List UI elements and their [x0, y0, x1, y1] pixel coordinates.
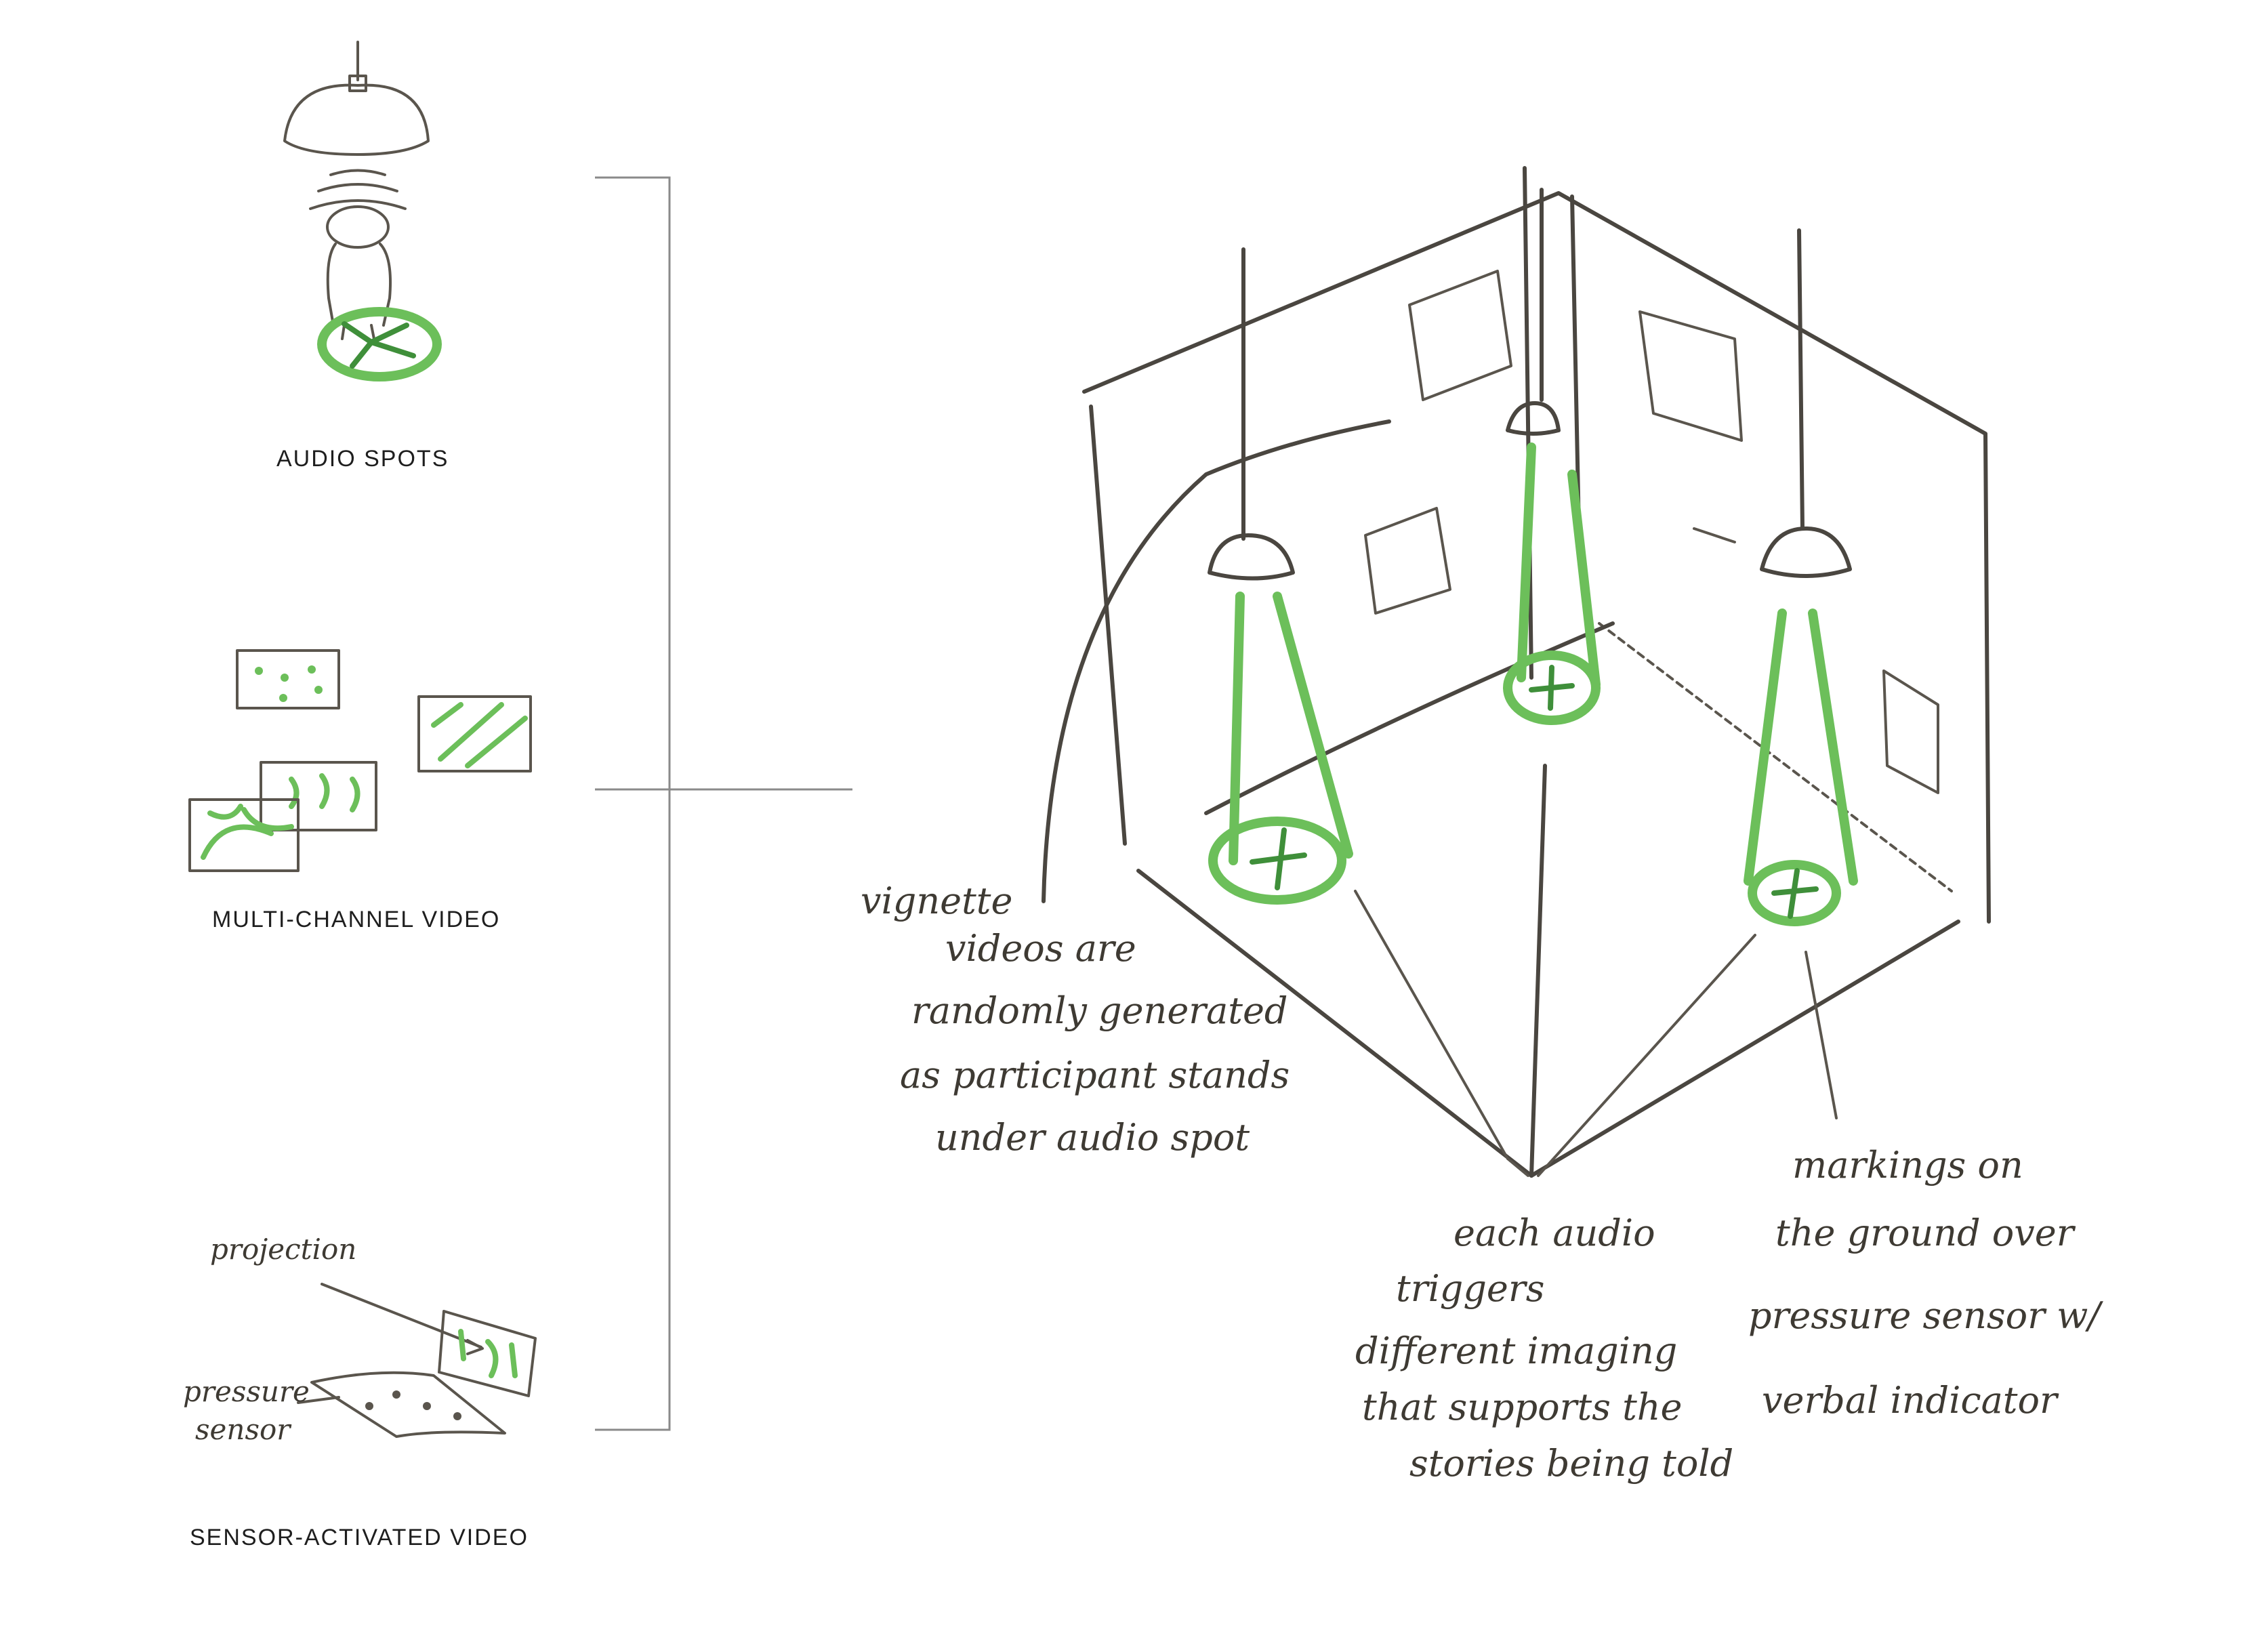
annotation-vignette: vignette videos are randomly generated a… — [861, 880, 1290, 1159]
audio-spot-marker-right — [1752, 865, 1836, 922]
svg-text:vignette: vignette — [861, 880, 1012, 922]
sensor-activated-video-illustration: projection pressure sensor — [183, 1233, 535, 1446]
svg-text:that supports the: that supports the — [1362, 1386, 1683, 1428]
svg-text:randomly generated: randomly generated — [911, 989, 1288, 1032]
sensor-activated-video-label: SENSOR-ACTIVATED VIDEO — [190, 1525, 529, 1550]
multi-channel-video-label: MULTI-CHANNEL VIDEO — [212, 907, 500, 932]
audio-spots-label: AUDIO SPOTS — [276, 446, 449, 472]
svg-text:triggers: triggers — [1396, 1267, 1544, 1310]
svg-text:as participant stands: as participant stands — [900, 1054, 1290, 1096]
svg-text:pressure sensor w/: pressure sensor w/ — [1748, 1294, 2103, 1337]
svg-text:videos are: videos are — [945, 927, 1136, 970]
pressure-sensor-label-line2: sensor — [195, 1413, 292, 1446]
annotation-markings: markings on the ground over pressure sen… — [1748, 1144, 2103, 1422]
multi-channel-video-illustration — [190, 651, 531, 871]
audio-spot-illustration — [285, 42, 437, 377]
svg-text:the ground over: the ground over — [1775, 1212, 2076, 1254]
pressure-sensor-label-line1: pressure — [183, 1375, 310, 1408]
annotation-each-audio: each audio triggers different imaging th… — [1355, 1212, 1733, 1485]
projection-label: projection — [210, 1233, 356, 1266]
audio-spot-marker-center — [1508, 655, 1596, 720]
svg-text:different imaging: different imaging — [1355, 1329, 1677, 1372]
svg-text:under audio spot: under audio spot — [935, 1116, 1250, 1159]
svg-text:each audio: each audio — [1453, 1212, 1655, 1254]
svg-text:verbal indicator: verbal indicator — [1762, 1379, 2059, 1422]
svg-text:stories being told: stories being told — [1409, 1442, 1733, 1485]
svg-text:markings on: markings on — [1792, 1144, 2023, 1187]
legend-bracket — [595, 178, 852, 1430]
